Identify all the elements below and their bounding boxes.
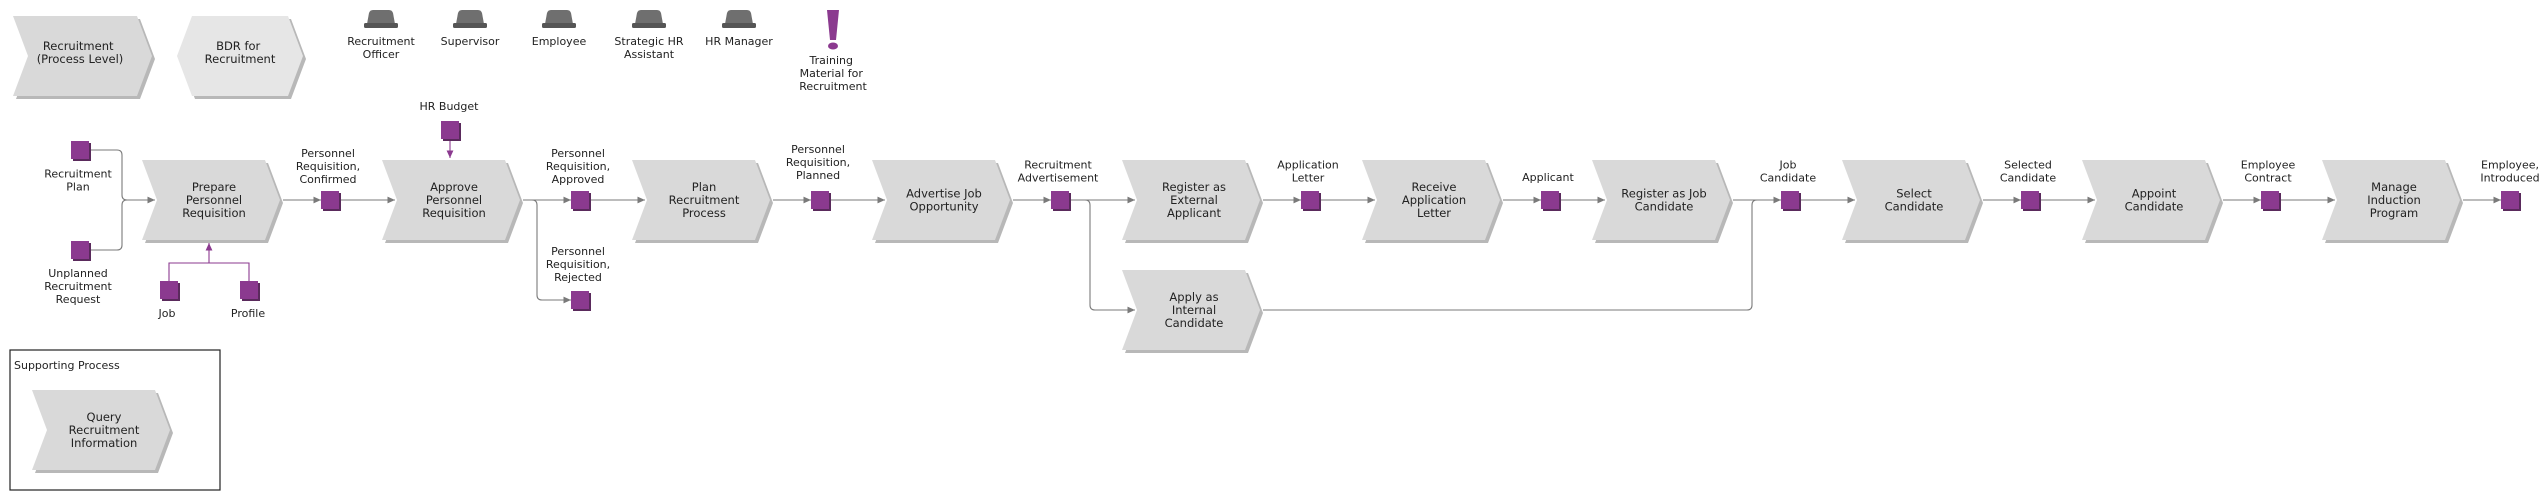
unplanned-recruitment-request-event[interactable] <box>71 241 91 261</box>
role-icon[interactable] <box>542 10 576 28</box>
role-label: HR Manager <box>705 35 773 48</box>
connector-line <box>523 199 543 301</box>
recruitment-plan-event[interactable] <box>71 141 91 161</box>
job-candidate-event[interactable] <box>1781 191 1801 211</box>
applicant-event[interactable] <box>1541 191 1561 211</box>
bdr-hexagon[interactable]: BDR for Recruitment <box>177 16 306 99</box>
selected-candidate-event[interactable] <box>2021 191 2041 211</box>
profile-event[interactable] <box>240 281 260 301</box>
personnel-requisition-rejected-event[interactable] <box>571 291 591 311</box>
application-letter-event[interactable] <box>1301 191 1321 211</box>
employee-introduced-event[interactable] <box>2501 191 2521 211</box>
connector-line <box>168 262 250 281</box>
supporting-process-title: Supporting Process <box>14 359 120 372</box>
personnel-requisition-confirmed-event[interactable] <box>321 191 341 211</box>
training-material-label: Training Material for Recruitment <box>799 54 867 93</box>
role-label: Employee <box>532 35 587 48</box>
process-level-chevron[interactable]: Recruitment (Process Level) <box>13 16 155 99</box>
connector-line <box>1069 199 1096 311</box>
role-label: Supervisor <box>441 35 500 48</box>
job-event[interactable] <box>160 281 180 301</box>
role-icon[interactable] <box>632 10 666 28</box>
role-icon[interactable] <box>722 10 756 28</box>
employee-contract-event[interactable] <box>2261 191 2281 211</box>
recruitment-advertisement-event[interactable] <box>1051 191 1071 211</box>
applicant-label: Applicant <box>1522 171 1574 184</box>
connectors <box>89 139 2501 314</box>
hr-budget-event[interactable] <box>441 121 461 141</box>
bdr-label: BDR for Recruitment <box>205 39 276 66</box>
training-material-icon[interactable] <box>827 10 839 50</box>
profile-label: Profile <box>231 307 265 320</box>
role-icon[interactable] <box>453 10 487 28</box>
connector-line <box>1263 199 1758 311</box>
personnel-requisition-planned-event[interactable] <box>811 191 831 211</box>
personnel-requisition-approved-event[interactable] <box>571 191 591 211</box>
role-icon[interactable] <box>364 10 398 28</box>
employee-introduced-label: Employee,Introduced <box>2480 159 2539 185</box>
supporting-process-box <box>9 349 221 491</box>
connector-line <box>89 199 128 251</box>
hr-budget-label: HR Budget <box>420 100 480 113</box>
process-level-label: Recruitment (Process Level) <box>37 39 124 66</box>
job-label: Job <box>158 307 176 320</box>
